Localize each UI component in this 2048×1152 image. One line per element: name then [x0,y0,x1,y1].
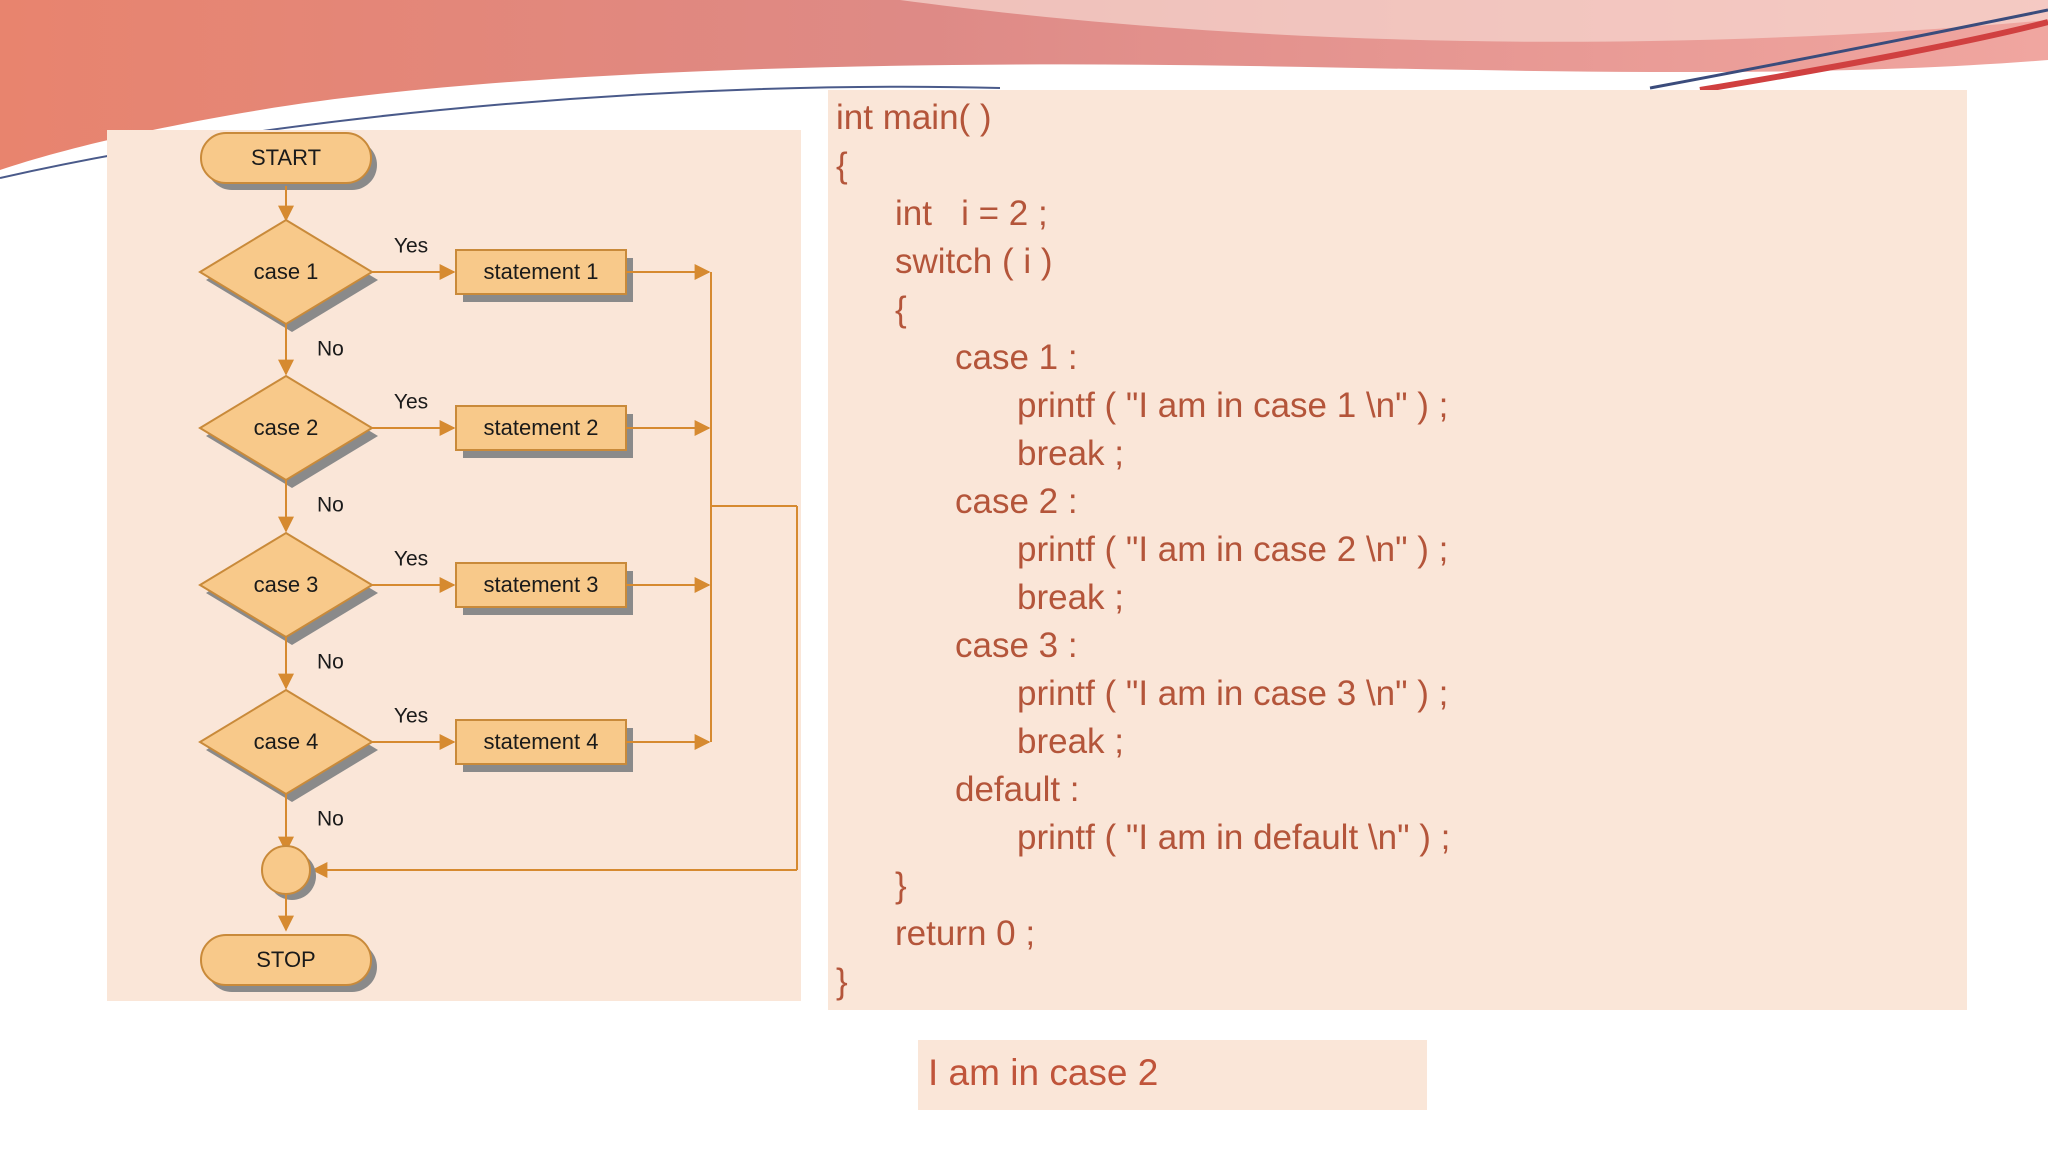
stop-terminal-label: STOP [256,947,316,972]
start-terminal-label: START [251,145,321,170]
no-label: No [317,808,344,831]
code-panel: int main( ) { int i = 2 ; switch ( i ) { case… [828,90,1967,1010]
switch-flowchart: START case 1 Yes statement 1 No case 2 Yes stat… [107,130,801,1001]
case-3-decision-label: case 3 [254,572,319,597]
code-line: } [836,962,848,1002]
code-line: case 2 : [955,482,1078,522]
code-line: int i = 2 ; [895,194,1048,234]
yes-label: Yes [394,705,428,728]
code-line: return 0 ; [895,914,1035,954]
statement-1-box-label: statement 1 [484,259,599,284]
start-terminal: START [201,133,377,190]
code-line: switch ( i ) [895,242,1053,282]
no-label: No [317,494,344,517]
code-line: } [895,866,907,906]
merge-junction [262,846,316,900]
statement-4-box-label: statement 4 [484,729,599,754]
code-line: printf ( "I am in case 1 \n" ) ; [1017,386,1448,426]
statement-2-box: statement 2 [456,406,633,458]
stop-terminal: STOP [201,935,377,992]
case-1-decision: case 1 [200,220,378,332]
no-label: No [317,338,344,361]
statement-2-box-label: statement 2 [484,415,599,440]
code-line: break ; [1017,578,1124,618]
code-line: case 3 : [955,626,1078,666]
case-4-decision-label: case 4 [254,729,319,754]
code-line: break ; [1017,434,1124,474]
case-2-decision-label: case 2 [254,415,319,440]
code-line: { [895,290,907,330]
case-4-decision: case 4 [200,690,378,802]
code-line: default : [955,770,1080,810]
case-3-decision: case 3 [200,533,378,645]
case-1-decision-label: case 1 [254,259,319,284]
output-box: I am in case 2 [918,1040,1427,1110]
statement-3-box: statement 3 [456,563,633,615]
code-line: printf ( "I am in case 3 \n" ) ; [1017,674,1448,714]
no-label: No [317,651,344,674]
statement-3-box-label: statement 3 [484,572,599,597]
code-line: int main( ) [836,98,992,138]
yes-label: Yes [394,391,428,414]
yes-label: Yes [394,235,428,258]
case-2-decision: case 2 [200,376,378,488]
statement-1-box: statement 1 [456,250,633,302]
flowchart-panel: START case 1 Yes statement 1 No case 2 Yes stat… [107,130,801,1001]
code-line: { [836,146,848,186]
statement-4-box: statement 4 [456,720,633,772]
program-output: I am in case 2 [928,1052,1158,1094]
code-line: break ; [1017,722,1124,762]
yes-label: Yes [394,548,428,571]
code-line: printf ( "I am in default \n" ) ; [1017,818,1450,858]
code-line: printf ( "I am in case 2 \n" ) ; [1017,530,1448,570]
code-line: case 1 : [955,338,1078,378]
